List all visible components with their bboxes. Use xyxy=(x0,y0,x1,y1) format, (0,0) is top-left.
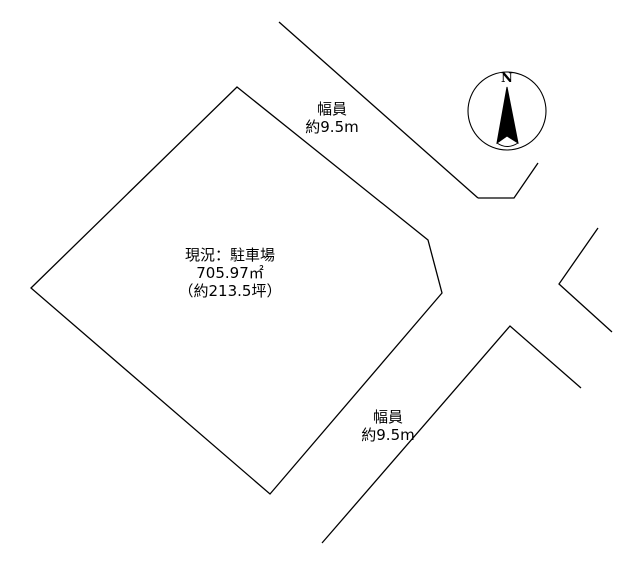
compass-needle-base xyxy=(496,142,519,147)
road-top-width: 約9.5m xyxy=(305,118,359,136)
road-bottom-corner xyxy=(321,325,582,544)
road-top-edge-upper xyxy=(278,21,479,199)
lot-outline xyxy=(30,86,443,495)
road-bottom-width: 約9.5m xyxy=(361,426,415,444)
road-right-corner xyxy=(558,227,613,333)
compass-north-label: N xyxy=(501,71,513,86)
lot-area-tsubo: （約213.5坪） xyxy=(178,282,282,300)
road-bottom-label: 幅員 約9.5m xyxy=(348,408,428,444)
lot-area: 705.97㎡ xyxy=(196,264,264,282)
north-compass: N xyxy=(467,71,547,151)
road-bottom-name: 幅員 xyxy=(372,408,403,426)
road-top-corner xyxy=(478,162,539,199)
compass-needle-icon xyxy=(496,86,519,145)
compass-ring xyxy=(467,71,547,151)
lot-label: 現況：駐車場 705.97㎡ （約213.5坪） xyxy=(160,246,300,300)
road-top-label: 幅員 約9.5m xyxy=(292,100,372,136)
lot-status: 現況：駐車場 xyxy=(184,246,275,264)
road-top-name: 幅員 xyxy=(316,100,347,118)
